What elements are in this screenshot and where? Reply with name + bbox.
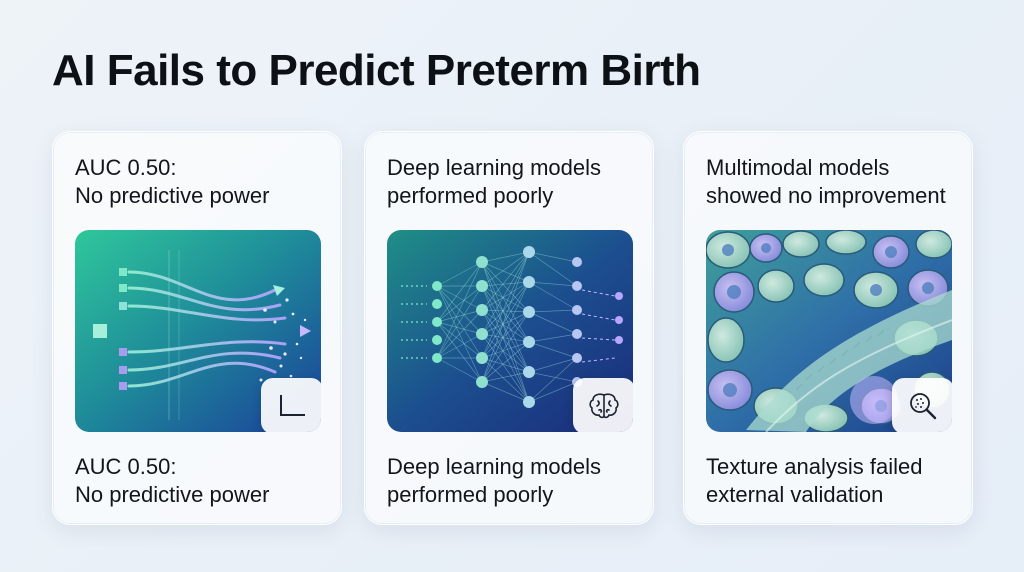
card-deep-learning: Deep learning models performed poorly (364, 131, 654, 525)
card-heading: Multimodal models showed no improvement (706, 154, 962, 210)
card-caption-line: performed poorly (387, 482, 554, 507)
card-heading-line: Multimodal models (706, 155, 890, 180)
data-flow-illustration (75, 230, 321, 432)
cell-tissue-illustration (706, 230, 952, 432)
card-caption-line: AUC 0.50: (75, 454, 177, 479)
card-caption: AUC 0.50: No predictive power (75, 453, 331, 509)
card-caption-line: external validation (706, 482, 884, 507)
card-heading-line: AUC 0.50: (75, 155, 177, 180)
card-heading-line: performed poorly (387, 183, 554, 208)
card-caption-line: Deep learning models (387, 454, 602, 479)
card-heading: AUC 0.50: No predictive power (75, 154, 331, 210)
neural-network-illustration (387, 230, 633, 432)
card-caption: Deep learning models performed poorly (387, 453, 643, 509)
card-caption-line: No predictive power (75, 482, 270, 507)
card-multimodal: Multimodal models showed no improvement (683, 131, 973, 525)
card-auc: AUC 0.50: No predictive power (52, 131, 342, 525)
chart-axes-icon (261, 378, 321, 432)
brain-icon (573, 378, 633, 432)
magnifier-icon (892, 378, 952, 432)
card-heading-line: showed no improvement (706, 183, 946, 208)
card-heading-line: No predictive power (75, 183, 270, 208)
card-heading-line: Deep learning models (387, 155, 602, 180)
page-title: AI Fails to Predict Preterm Birth (52, 46, 701, 95)
card-caption: Texture analysis failed external validat… (706, 453, 962, 509)
card-heading: Deep learning models performed poorly (387, 154, 643, 210)
card-caption-line: Texture analysis failed (706, 454, 923, 479)
